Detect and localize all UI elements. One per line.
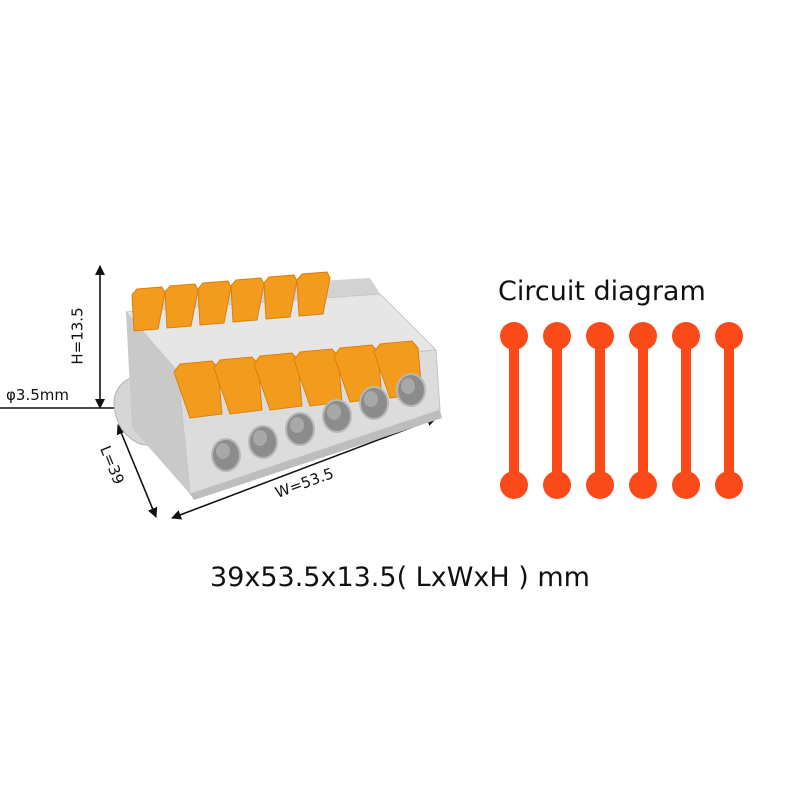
circuit-terminal-bottom — [715, 471, 743, 499]
circuit-terminal-top — [586, 322, 614, 350]
wire-hole-inner — [401, 378, 415, 394]
wire-hole-inner — [290, 417, 304, 433]
circuit-terminal-bottom — [672, 471, 700, 499]
wire-hole-inner — [216, 443, 230, 459]
back-levers — [131, 271, 331, 332]
circuit-terminal-bottom — [586, 471, 614, 499]
circuit-terminal-bottom — [500, 471, 528, 499]
overall-dimensions-text: 39x53.5x13.5( LxWxH ) mm — [210, 562, 590, 593]
back-lever — [296, 271, 331, 317]
circuit-terminal-top — [543, 322, 571, 350]
circuit-terminal-top — [629, 322, 657, 350]
connector-illustration — [0, 265, 442, 520]
housing-bottom-edge — [190, 410, 442, 500]
circuit-terminal-top — [500, 322, 528, 350]
length-dimension-line — [116, 424, 158, 518]
height-label: H=13.5 — [68, 307, 87, 365]
circuit-terminal-bottom — [629, 471, 657, 499]
hole-diameter-label: φ3.5mm — [6, 386, 69, 404]
circuit-diagram — [500, 322, 743, 499]
housing-left-side — [126, 312, 190, 494]
circuit-terminal-top — [672, 322, 700, 350]
wire-hole-inner — [253, 430, 267, 446]
wire-hole-inner — [364, 391, 378, 407]
circuit-diagram-title: Circuit diagram — [498, 276, 706, 307]
width-dimension-line — [171, 416, 437, 520]
circuit-terminal-top — [715, 322, 743, 350]
wire-holes — [211, 373, 426, 472]
wire-hole-inner — [327, 404, 341, 420]
circuit-terminal-bottom — [543, 471, 571, 499]
